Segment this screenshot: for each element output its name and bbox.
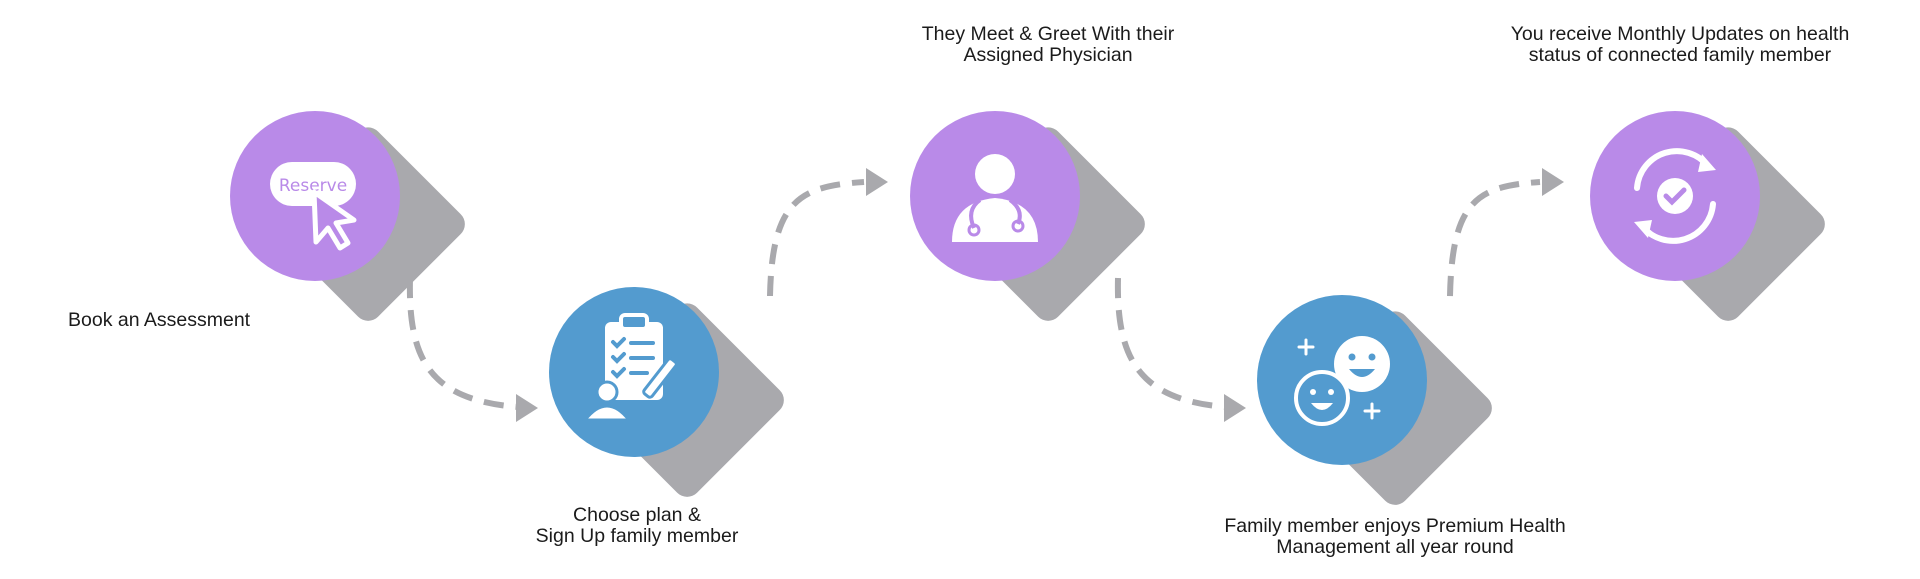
arrow-4-head — [1542, 168, 1564, 196]
icon-circle — [910, 111, 1080, 281]
arrow-2-head — [866, 168, 888, 196]
step-3-label: They Meet & Greet With their Assigned Ph… — [878, 24, 1218, 66]
reserve-text: Reserve — [279, 176, 347, 196]
step-1-label: Book an Assessment — [68, 310, 298, 331]
clipboard-signup-icon — [581, 313, 678, 422]
step-2-label-line2: Sign Up family member — [535, 525, 739, 547]
step-2-label: Choose plan & Sign Up family member — [497, 505, 777, 547]
step-3-label-line2: Assigned Physician — [963, 44, 1133, 66]
arrow-1-head — [516, 394, 538, 422]
step-1-label-text: Book an Assessment — [68, 309, 251, 331]
arrow-2-path — [767, 179, 865, 297]
step-4-label: Family member enjoys Premium Health Mana… — [1195, 516, 1595, 558]
step-4-label-line2: Management all year round — [1276, 536, 1514, 558]
step-1-book-assessment: Reserve — [228, 84, 465, 321]
refresh-check-icon — [1634, 148, 1716, 244]
happy-faces-icon — [1294, 336, 1390, 426]
reserve-click-icon: Reserve — [270, 162, 357, 251]
step-4-premium-health — [1255, 268, 1492, 505]
step-3-label-line1: They Meet & Greet With their — [921, 23, 1175, 45]
step-5-monthly-updates — [1588, 84, 1825, 321]
step-5-label: You receive Monthly Updates on health st… — [1480, 24, 1880, 66]
arrow-3-head — [1224, 394, 1246, 422]
step-2-choose-plan — [547, 260, 784, 497]
step-4-label-line1: Family member enjoys Premium Health — [1224, 515, 1566, 537]
step-2-label-line1: Choose plan & — [573, 504, 701, 526]
physician-icon — [952, 154, 1038, 242]
step-3-meet-physician — [908, 84, 1145, 321]
step-5-label-line2: status of connected family member — [1528, 44, 1832, 66]
step-5-label-line1: You receive Monthly Updates on health — [1510, 23, 1850, 45]
